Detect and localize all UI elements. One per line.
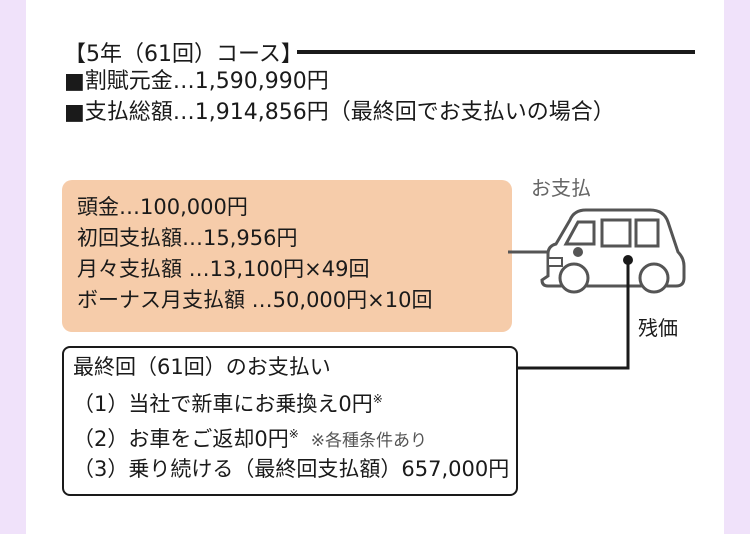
front-wheel bbox=[558, 262, 590, 294]
car-window-front bbox=[563, 220, 596, 246]
option-trade-in: （1）当社で新車にお乗換え0円※ bbox=[73, 384, 383, 419]
final-payment-box: 最終回（61回）のお支払い （1）当社で新車にお乗換え0円※ （2）お車をご返却… bbox=[62, 346, 518, 496]
rear-wheel bbox=[638, 262, 670, 294]
car-window-middle bbox=[600, 218, 632, 248]
car-headlight bbox=[547, 257, 563, 267]
car-window-rear bbox=[634, 218, 660, 248]
payment-breakdown-box: 頭金…100,000円 初回支払額…15,956円 月々支払額 …13,100円… bbox=[62, 180, 512, 332]
plan-title: 【5年（61回）コース】 bbox=[64, 42, 303, 67]
option-trade-in-text: （1）当社で新車にお乗換え0円 bbox=[73, 392, 373, 416]
payment-label: お支払 bbox=[531, 176, 591, 200]
total-amount: ■支払総額…1,914,856円（最終回でお支払いの場合） bbox=[64, 100, 615, 125]
first-payment: 初回支払額…15,956円 bbox=[77, 226, 298, 250]
option-return-text: （2）お車をご返却0円 bbox=[73, 427, 289, 451]
principal-amount: ■割賦元金…1,590,990円 bbox=[64, 69, 329, 94]
residual-connector bbox=[508, 260, 630, 370]
option-keep: （3）乗り続ける（最終回支払額）657,000円 bbox=[73, 457, 510, 481]
title-rule bbox=[297, 50, 695, 54]
bonus-payment: ボーナス月支払額 …50,000円×10回 bbox=[77, 288, 433, 312]
payment-point bbox=[573, 247, 583, 257]
final-heading: 最終回（61回）のお支払い bbox=[73, 355, 331, 379]
option-trade-in-mark: ※ bbox=[372, 392, 383, 406]
residual-label: 残価 bbox=[638, 316, 678, 340]
option-return-mark: ※ bbox=[288, 427, 299, 441]
car-diagram bbox=[508, 208, 686, 370]
conditions-note: ※各種条件あり bbox=[310, 431, 428, 451]
down-payment: 頭金…100,000円 bbox=[77, 195, 248, 219]
monthly-payment: 月々支払額 …13,100円×49回 bbox=[77, 257, 370, 281]
option-return: （2）お車をご返却0円※ ※各種条件あり bbox=[73, 419, 427, 456]
